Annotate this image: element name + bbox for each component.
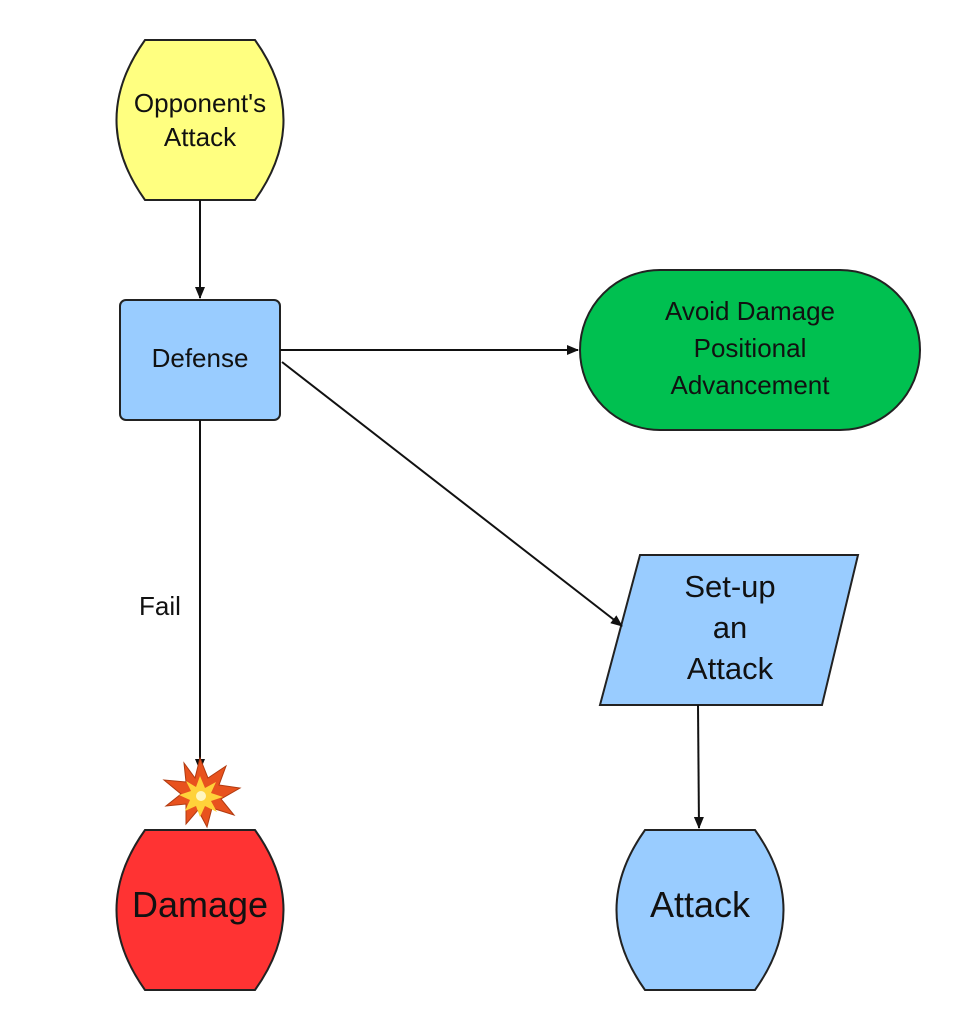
opponents-attack-shape	[115, 39, 285, 201]
setup-attack-shape	[598, 554, 860, 706]
attack-label: Attack	[649, 884, 751, 925]
avoid-damage-shape	[579, 269, 921, 431]
attack-shape	[615, 829, 785, 991]
explosion-icon	[162, 756, 242, 829]
damage-label: Damage	[131, 884, 269, 925]
avoid-damage-label: Avoid Damage Positional Advancement	[664, 295, 836, 400]
edge-defense-to-setup-attack	[281, 361, 623, 627]
setup-attack-label: Set-up an Attack	[684, 569, 776, 686]
defense-label: Defense	[151, 342, 249, 373]
damage-shape	[115, 829, 285, 991]
edge-setup-attack-to-attack	[693, 704, 704, 829]
opponents-attack-label: Opponent's Attack	[133, 88, 267, 152]
edge-label-fail: Fail	[139, 590, 181, 621]
